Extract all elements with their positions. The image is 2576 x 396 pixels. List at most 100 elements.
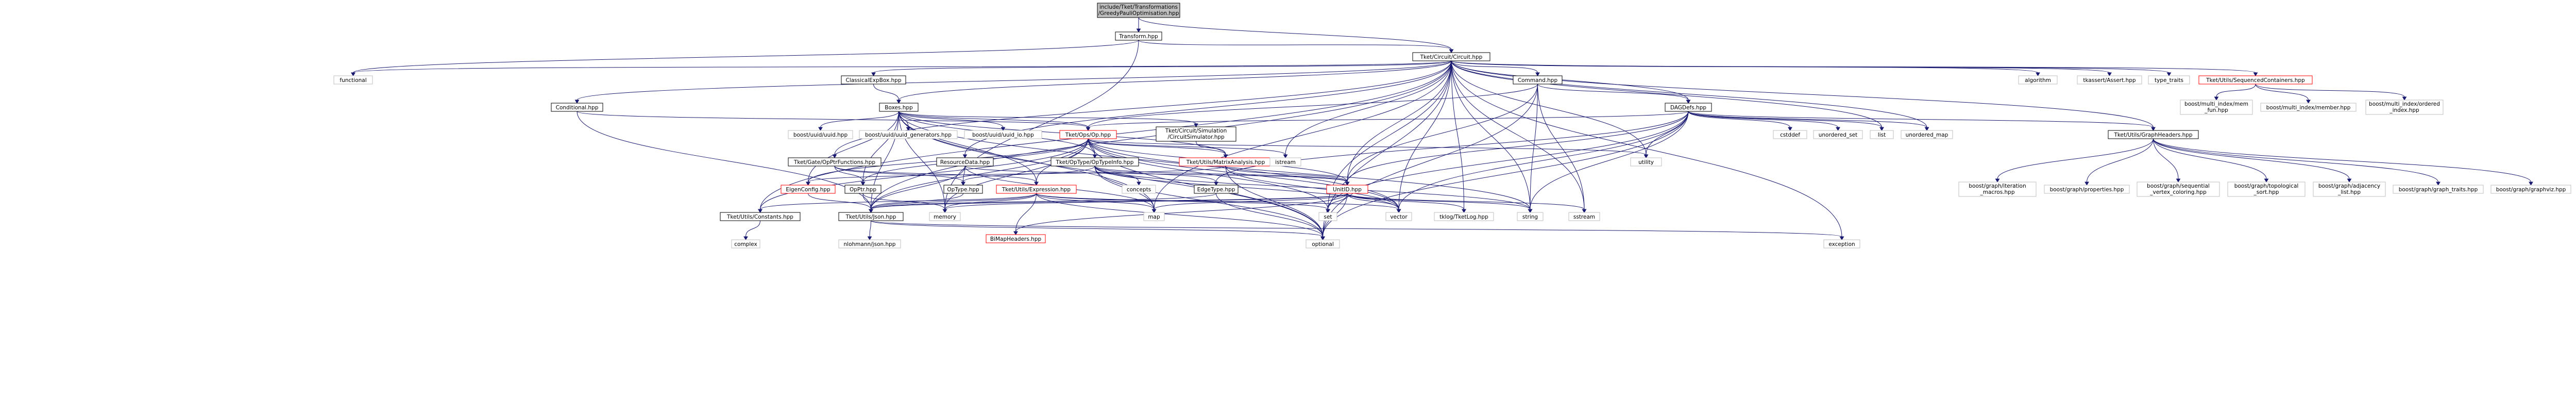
- node-circsim[interactable]: Tket/Circuit/Simulation/CircuitSimulator…: [1156, 126, 1236, 142]
- edge-arrowhead-unitid-to-tklog: [1462, 209, 1466, 213]
- node-classicalexp[interactable]: ClassicalExpBox.hpp: [841, 75, 906, 85]
- node-g_props[interactable]: boost/graph/properties.hpp: [2044, 185, 2130, 194]
- node-seqcontainers[interactable]: Tket/Utils/SequencedContainers.hpp: [2198, 75, 2313, 85]
- node-label-boxes: Boxes.hpp: [885, 105, 913, 111]
- node-g_topo[interactable]: boost/graph/topological_sort.hpp: [2227, 182, 2306, 197]
- node-functional[interactable]: functional: [333, 75, 373, 85]
- edge-boxes-to-memory: [899, 111, 945, 210]
- node-conditional[interactable]: Conditional.hpp: [551, 103, 603, 112]
- edge-arrowhead-circuit-to-typetraits: [2166, 72, 2172, 76]
- node-g_adj[interactable]: boost/graph/adjacency_list.hpp: [2313, 182, 2386, 197]
- node-sstream[interactable]: sstream: [1568, 212, 1600, 221]
- node-opptr[interactable]: OpPtr.hpp: [844, 185, 882, 194]
- node-complex[interactable]: complex: [731, 239, 760, 249]
- edge-optypeinfo-to-edgetype: [1094, 166, 1216, 183]
- edge-arrowhead-graphheaders-to-g_topo: [2264, 178, 2269, 183]
- node-unitid[interactable]: UnitID.hpp: [1326, 185, 1368, 194]
- node-box-circuit: [1412, 52, 1490, 61]
- node-label-vector: vector: [1390, 214, 1408, 220]
- node-optypeinfo[interactable]: Tket/OpType/OpTypeInfo.hpp: [1050, 157, 1139, 167]
- edge-matrixanalysis-to-vector: [1225, 166, 1399, 210]
- node-json[interactable]: Tket/Utils/Json.hpp: [838, 212, 904, 221]
- node-boxes[interactable]: Boxes.hpp: [879, 103, 919, 112]
- node-constants[interactable]: Tket/Utils/Constants.hpp: [720, 212, 801, 221]
- node-edgetype[interactable]: EdgeType.hpp: [1194, 185, 1239, 194]
- node-dagdefs[interactable]: DAGDefs.hpp: [1665, 103, 1712, 112]
- node-map[interactable]: map: [1143, 212, 1165, 221]
- edge-arrowhead-dagdefs-to-opsop: [1086, 127, 1091, 131]
- node-opsop[interactable]: Tket/Ops/Op.hpp: [1059, 130, 1117, 139]
- node-box-g_adj: [2313, 182, 2386, 197]
- node-box-opsop: [1059, 130, 1117, 139]
- edge-dagdefs-to-unordered_map: [1688, 111, 1927, 128]
- node-circuit[interactable]: Tket/Circuit/Circuit.hpp: [1412, 52, 1490, 61]
- node-graphheaders[interactable]: Tket/Utils/GraphHeaders.hpp: [2108, 130, 2199, 139]
- node-optional[interactable]: optional: [1306, 239, 1340, 249]
- node-transform[interactable]: Transform.hpp: [1115, 31, 1162, 41]
- edge-circuit-to-command: [1451, 60, 1538, 73]
- node-box-nlohmann: [838, 239, 901, 249]
- edge-arrowhead-transform-to-circuit: [1449, 49, 1454, 53]
- edge-transform-to-circuit: [1138, 40, 1452, 50]
- node-unordered_set[interactable]: unordered_set: [1813, 130, 1863, 139]
- node-concepts[interactable]: concepts: [1122, 185, 1156, 194]
- node-mi_mem_fun[interactable]: boost/multi_index/mem_fun.hpp: [2180, 100, 2253, 115]
- node-uuid_gen[interactable]: boost/uuid/uuid_generators.hpp: [859, 130, 958, 139]
- edge-seqcontainers-to-mi_member: [2255, 84, 2309, 101]
- node-mi_member[interactable]: boost/multi_index/member.hpp: [2260, 103, 2357, 112]
- node-box-seqcontainers: [2198, 75, 2313, 85]
- node-g_traits[interactable]: boost/graph/graph_traits.hpp: [2393, 185, 2484, 194]
- node-memory[interactable]: memory: [929, 212, 961, 221]
- edge-circuit-to-classicalexp: [873, 60, 1452, 73]
- node-tkassert[interactable]: tkassert/Assert.hpp: [2077, 75, 2142, 85]
- node-g_viz[interactable]: boost/graph/graphviz.hpp: [2490, 185, 2571, 194]
- edge-command-to-dagdefs: [1537, 84, 1689, 101]
- node-eigenconfig[interactable]: EigenConfig.hpp: [781, 185, 836, 194]
- edge-arrowhead-circuit-to-command: [1535, 72, 1540, 76]
- node-exception[interactable]: exception: [1823, 239, 1860, 249]
- node-label-opptr: OpPtr.hpp: [850, 187, 876, 193]
- node-box-constants: [720, 212, 801, 221]
- edge-opsop-to-utility: [1088, 138, 1647, 155]
- edge-command-to-opsop: [1088, 84, 1538, 128]
- node-label-gateopptr: Tket/Gate/OpPtrFunctions.hpp: [793, 159, 875, 166]
- edge-arrowhead-unitid-to-sstream: [1582, 209, 1587, 213]
- node-gateopptr[interactable]: Tket/Gate/OpPtrFunctions.hpp: [788, 157, 882, 167]
- node-expression[interactable]: Tket/Utils/Expression.hpp: [996, 185, 1077, 194]
- node-cstddef[interactable]: cstddef: [1773, 130, 1807, 139]
- node-set[interactable]: set: [1318, 212, 1337, 221]
- node-nlohmann[interactable]: nlohmann/json.hpp: [838, 239, 901, 249]
- node-optype[interactable]: OpType.hpp: [943, 185, 983, 194]
- nodes-layer: include/Tket/Transformations/GreedyPauli…: [333, 3, 2571, 249]
- node-unordered_map[interactable]: unordered_map: [1901, 130, 1953, 139]
- node-typetraits[interactable]: type_traits: [2148, 75, 2190, 85]
- node-vector[interactable]: vector: [1385, 212, 1412, 221]
- node-list[interactable]: list: [1870, 130, 1894, 139]
- node-bimap[interactable]: BiMapHeaders.hpp: [986, 234, 1046, 243]
- node-resourcedata[interactable]: ResourceData.hpp: [936, 157, 994, 167]
- edge-arrowhead-circuit-to-algorithm: [2036, 72, 2040, 76]
- node-box-conditional: [551, 103, 603, 112]
- node-uuid_io[interactable]: boost/uuid/uuid_io.hpp: [964, 130, 1042, 139]
- node-box-graphheaders: [2108, 130, 2199, 139]
- node-matrixanalysis[interactable]: Tket/Utils/MatrixAnalysis.hpp: [1179, 157, 1273, 167]
- node-istream[interactable]: istream: [1269, 157, 1301, 167]
- edge-unitid-to-set: [1328, 193, 1348, 210]
- node-algorithm[interactable]: algorithm: [2018, 75, 2058, 85]
- edge-edgetype-to-optional: [1216, 193, 1323, 237]
- node-mi_ordered[interactable]: boost/multi_index/ordered_index.hpp: [2365, 100, 2444, 115]
- edge-dagdefs-to-string: [1530, 111, 1689, 210]
- node-uuid[interactable]: boost/uuid/uuid.hpp: [788, 130, 853, 139]
- node-label-circuit: Tket/Circuit/Circuit.hpp: [1420, 54, 1483, 60]
- node-tklog[interactable]: tklog/TketLog.hpp: [1434, 212, 1494, 221]
- node-box-complex: [731, 239, 760, 249]
- node-utility[interactable]: utility: [1630, 157, 1662, 167]
- edge-graphheaders-to-g_props: [2087, 138, 2154, 183]
- node-string[interactable]: string: [1517, 212, 1544, 221]
- node-box-optypeinfo: [1050, 157, 1139, 167]
- edge-graphheaders-to-g_adj: [2153, 138, 2350, 179]
- node-g_seqvc[interactable]: boost/graph/sequential_vertex_coloring.h…: [2137, 182, 2220, 197]
- node-root[interactable]: include/Tket/Transformations/GreedyPauli…: [1097, 3, 1180, 18]
- node-g_iter[interactable]: boost/graph/iteration_macros.hpp: [1958, 182, 2037, 197]
- node-command[interactable]: Command.hpp: [1513, 75, 1563, 85]
